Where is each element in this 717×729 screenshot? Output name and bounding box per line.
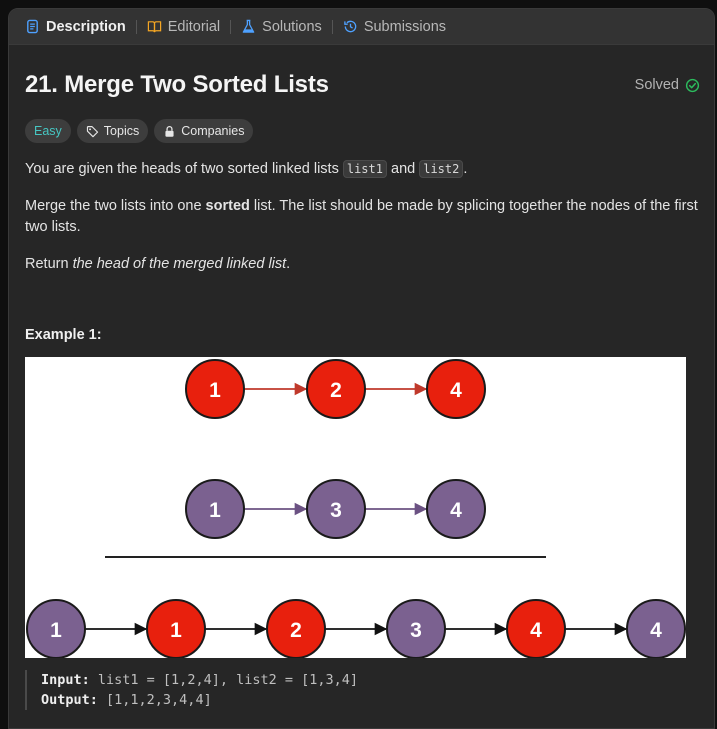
node-circle bbox=[185, 479, 245, 539]
problem-content: 21. Merge Two Sorted Lists Solved Easy T… bbox=[9, 69, 714, 710]
tab-label: Editorial bbox=[167, 18, 221, 35]
node-label: 1 bbox=[170, 619, 182, 642]
check-circle-icon bbox=[685, 78, 700, 92]
node-label: 3 bbox=[410, 619, 422, 642]
tab-divider bbox=[331, 19, 333, 34]
description-paragraph-3: Return the head of the merged linked lis… bbox=[25, 254, 698, 275]
output-value: [1,1,2,3,4,4] bbox=[97, 692, 212, 708]
merged-node: 1 bbox=[26, 599, 86, 659]
input-label: Input: bbox=[41, 672, 90, 688]
tab-description[interactable]: Description bbox=[21, 9, 130, 45]
node-label: 4 bbox=[530, 619, 542, 642]
list1-node: 2 bbox=[306, 359, 366, 419]
list2-node: 1 bbox=[185, 479, 245, 539]
output-label: Output: bbox=[41, 692, 98, 708]
solved-label: Solved bbox=[634, 77, 679, 93]
tab-label: Description bbox=[46, 18, 126, 35]
merged-node: 4 bbox=[506, 599, 566, 659]
text-segment: Return bbox=[25, 256, 73, 272]
topics-button[interactable]: Topics bbox=[76, 119, 149, 143]
title-row: 21. Merge Two Sorted Lists Solved bbox=[25, 69, 700, 101]
badge-row: Easy Topics Companies bbox=[25, 119, 698, 143]
example-diagram: 1 2 4 1 3 4 1 1 2 3 4 4 bbox=[25, 357, 686, 659]
merged-node: 1 bbox=[146, 599, 206, 659]
text-segment: You are given the heads of two sorted li… bbox=[25, 161, 343, 177]
lock-icon bbox=[165, 125, 174, 137]
description-panel: Description Editorial Solutions Submissi… bbox=[8, 8, 715, 729]
node-label: 4 bbox=[650, 619, 662, 642]
node-label: 1 bbox=[50, 619, 62, 642]
topics-label: Topics bbox=[103, 124, 140, 138]
example-heading: Example 1: bbox=[25, 327, 102, 343]
node-label: 4 bbox=[450, 499, 462, 522]
input-line: Input: list1 = [1,2,4], list2 = [1,3,4] bbox=[41, 670, 698, 690]
list2-node: 4 bbox=[426, 479, 486, 539]
example-io-block: Input: list1 = [1,2,4], list2 = [1,3,4] … bbox=[25, 670, 698, 710]
node-label: 2 bbox=[290, 619, 302, 642]
node-label: 1 bbox=[209, 499, 221, 522]
text-segment: . bbox=[463, 161, 468, 177]
tab-label: Solutions bbox=[262, 18, 322, 35]
description-paragraph-2: Merge the two lists into one sorted list… bbox=[25, 196, 698, 238]
bold-text: sorted bbox=[205, 198, 250, 214]
merged-node: 2 bbox=[266, 599, 326, 659]
text-segment: Merge the two lists into one bbox=[25, 198, 206, 214]
tab-bar: Description Editorial Solutions Submissi… bbox=[9, 9, 714, 45]
tag-icon bbox=[86, 125, 98, 137]
inline-code-list2: list2 bbox=[419, 160, 464, 178]
node-label: 2 bbox=[330, 379, 342, 402]
problem-title: 21. Merge Two Sorted Lists bbox=[25, 71, 329, 98]
output-line: Output: [1,1,2,3,4,4] bbox=[41, 690, 698, 710]
node-circle bbox=[426, 359, 486, 419]
node-circle bbox=[306, 359, 366, 419]
list1-node: 4 bbox=[426, 359, 486, 419]
description-paragraph-1: You are given the heads of two sorted li… bbox=[25, 159, 698, 180]
tab-divider bbox=[230, 19, 232, 34]
inline-code-list1: list1 bbox=[342, 160, 387, 178]
input-value: list1 = [1,2,4], list2 = [1,3,4] bbox=[89, 672, 358, 688]
node-label: 1 bbox=[209, 379, 221, 402]
companies-label: Companies bbox=[181, 124, 245, 138]
node-circle bbox=[426, 479, 486, 539]
tab-divider bbox=[135, 19, 137, 34]
node-label: 3 bbox=[330, 499, 342, 522]
list2-node: 3 bbox=[306, 479, 366, 539]
node-circle bbox=[185, 359, 245, 419]
tab-submissions[interactable]: Submissions bbox=[339, 9, 450, 45]
history-icon bbox=[344, 20, 357, 33]
linked-list-diagram: 1 2 4 1 3 4 1 1 2 3 4 4 bbox=[26, 359, 686, 659]
list1-node: 1 bbox=[185, 359, 245, 419]
tab-solutions[interactable]: Solutions bbox=[237, 9, 326, 45]
text-segment: and bbox=[386, 161, 420, 177]
text-segment: . bbox=[286, 256, 291, 272]
book-icon bbox=[147, 21, 161, 33]
node-circle bbox=[306, 479, 366, 539]
difficulty-badge: Easy bbox=[25, 119, 71, 143]
companies-button[interactable]: Companies bbox=[154, 119, 254, 143]
tab-label: Submissions bbox=[363, 18, 447, 35]
node-label: 4 bbox=[450, 379, 462, 402]
merged-node: 3 bbox=[386, 599, 446, 659]
text-segment: list. The list should be made by splicin… bbox=[25, 198, 698, 235]
merged-node: 4 bbox=[626, 599, 686, 659]
italic-text: the head of the merged linked list bbox=[72, 256, 287, 272]
solved-status: Solved bbox=[635, 77, 700, 93]
tab-editorial[interactable]: Editorial bbox=[143, 9, 224, 45]
document-icon bbox=[27, 19, 38, 34]
flask-icon bbox=[242, 19, 255, 33]
